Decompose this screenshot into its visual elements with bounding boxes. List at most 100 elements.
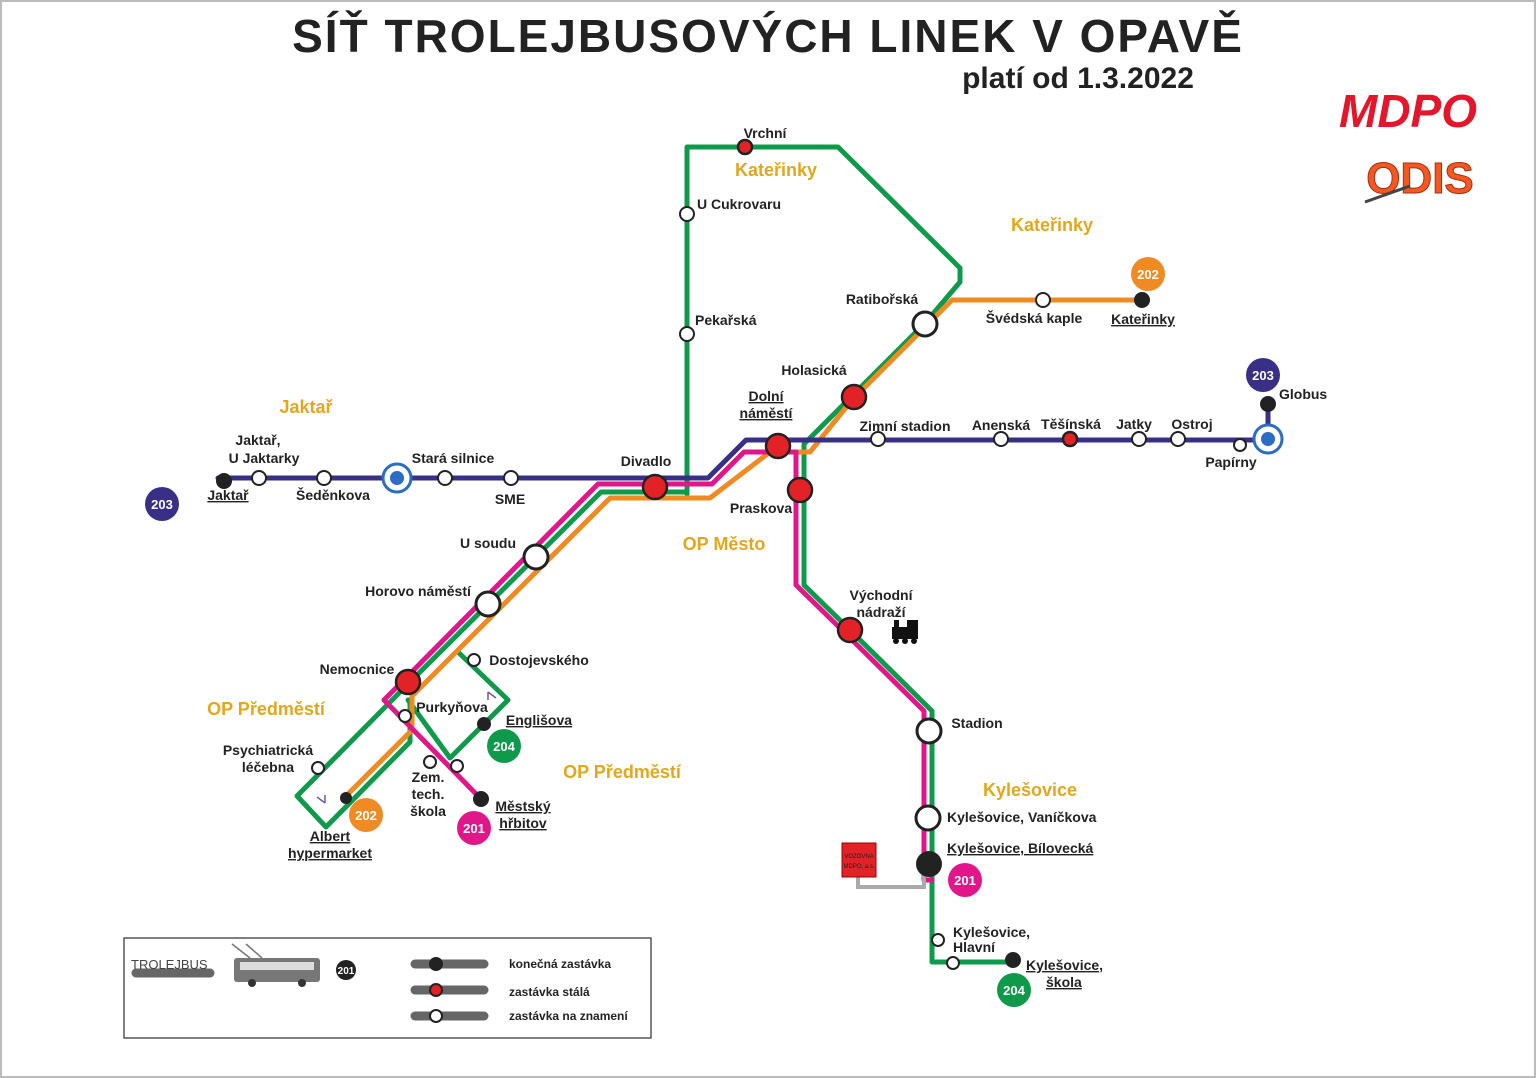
line-badge-201: 201 <box>457 811 491 845</box>
legend-terminal: konečná zastávka <box>509 957 611 971</box>
stop-label: U Jaktarky <box>229 450 300 466</box>
line-204-loop <box>405 649 511 761</box>
area-label: Kateřinky <box>1011 215 1093 235</box>
roundabout-globus-icon <box>1252 423 1284 455</box>
stop-label: Kylešovice, <box>953 924 1030 940</box>
stop-label: Holasická <box>781 362 847 378</box>
trolleybus-icon <box>231 943 320 987</box>
stop-label: hypermarket <box>288 845 372 861</box>
stop-label: náměstí <box>740 405 794 421</box>
line-badge-202: 202 <box>1131 257 1165 291</box>
stop-label: Purkyňova <box>416 699 488 715</box>
legend-trolejbus-label: TROLEJBUS <box>131 957 208 972</box>
svg-text:204: 204 <box>493 739 515 754</box>
stop-label: Zimní stadion <box>860 418 951 434</box>
stop-label: Praskova <box>730 500 792 516</box>
line-badge-202: 202 <box>349 798 383 832</box>
line-badge-203: 203 <box>1246 358 1280 392</box>
depot-icon: VOZOVNA MDPO, a.s. <box>841 842 877 878</box>
stop-label: Nemocnice <box>320 661 395 677</box>
stop-label: Pekařská <box>695 312 757 328</box>
area-label: Kateřinky <box>735 160 817 180</box>
stop-label: škola <box>1046 974 1082 990</box>
svg-text:203: 203 <box>1252 368 1274 383</box>
stop-label: Jaktař <box>207 487 249 503</box>
area-label: OP Město <box>683 534 766 554</box>
line-badge-204: 204 <box>997 973 1031 1007</box>
request-stops-small <box>251 206 1247 970</box>
stop-label: Těšínská <box>1041 416 1101 432</box>
stop-label: Kateřinky <box>1111 311 1175 327</box>
stop-label: Horovo náměstí <box>365 583 472 599</box>
stop-label: Švédská kaple <box>986 309 1083 326</box>
stop-label: Stará silnice <box>412 450 495 466</box>
stop-label: hřbitov <box>499 815 547 831</box>
svg-text:VOZOVNA: VOZOVNA <box>844 854 873 860</box>
stop-labels: Vrchní U Cukrovaru Pekařská Ratibořská Š… <box>207 125 1327 990</box>
svg-text:MDPO: MDPO <box>1339 85 1477 137</box>
stop-label: Englišova <box>506 712 572 728</box>
stop-label: Šeděnkova <box>296 486 370 503</box>
stop-label: Papírny <box>1205 454 1257 470</box>
direction-arrow-icon <box>487 691 497 700</box>
stop-label: Psychiatrická <box>223 742 313 758</box>
stop-label: Kylešovice, Vaníčkova <box>947 809 1097 825</box>
stop-label: U Cukrovaru <box>697 196 781 212</box>
fixed-stops <box>394 138 1079 696</box>
line-204-north-loop <box>684 144 1015 965</box>
stop-label: Zem. <box>412 769 445 785</box>
svg-text:201: 201 <box>954 873 976 888</box>
area-label: OP Předměstí <box>207 699 326 719</box>
stop-label: Ostroj <box>1171 416 1212 432</box>
odis-logo: ODIS <box>1364 154 1474 204</box>
train-station-icon <box>892 620 918 644</box>
stop-label: Globus <box>1279 386 1327 402</box>
svg-text:202: 202 <box>355 808 377 823</box>
mdpo-logo: MDPO <box>1339 85 1477 137</box>
direction-arrow-icon <box>316 795 326 804</box>
area-label: Jaktař <box>279 397 332 417</box>
legend-fixed: zastávka stálá <box>509 985 590 999</box>
area-label: Kylešovice <box>983 780 1077 800</box>
stop-label: Dostojevského <box>489 652 589 668</box>
stop-label: Městský <box>495 798 550 814</box>
validity-date: platí od 1.3.2022 <box>962 62 1194 95</box>
svg-text:204: 204 <box>1003 983 1025 998</box>
stop-label: Kylešovice, Bílovecká <box>947 840 1094 856</box>
svg-text:MDPO, a.s.: MDPO, a.s. <box>843 864 874 870</box>
stop-label: Stadion <box>951 715 1002 731</box>
stop-label: nádraží <box>856 604 906 620</box>
stop-label: Kylešovice, <box>1026 957 1103 973</box>
request-stops-large <box>474 310 943 832</box>
stop-label: škola <box>410 803 446 819</box>
stop-label: tech. <box>412 786 445 802</box>
stop-label: léčebna <box>242 759 294 775</box>
stop-label: Ratibořská <box>846 291 919 307</box>
legend-request: zastávka na znamení <box>509 1009 628 1023</box>
stop-label: Jaktař, <box>235 432 280 448</box>
line-badge-203: 203 <box>145 487 179 521</box>
stop-label: Hlavní <box>953 939 996 955</box>
line-badge-201: 201 <box>948 863 982 897</box>
area-label: OP Předměstí <box>563 762 682 782</box>
line-204-west <box>294 489 690 830</box>
line-202 <box>341 297 1145 801</box>
legend-badge: 201 <box>338 966 355 977</box>
svg-text:203: 203 <box>151 497 173 512</box>
terminal-stops <box>216 292 1276 968</box>
stop-label: Jatky <box>1116 416 1152 432</box>
stop-label: Anenská <box>972 417 1031 433</box>
stop-label: Divadlo <box>621 453 672 469</box>
legend: TROLEJBUS 201 konečná zastávka zastávka … <box>123 937 652 1039</box>
stop-label: U soudu <box>460 535 516 551</box>
stop-label: Východní <box>849 587 913 603</box>
stop-label: Albert <box>310 828 351 844</box>
roundabout-stara-silnice-icon <box>381 462 413 494</box>
stop-label: Dolní <box>749 388 785 404</box>
svg-text:201: 201 <box>463 821 485 836</box>
svg-text:202: 202 <box>1137 267 1159 282</box>
line-badge-204: 204 <box>487 729 521 763</box>
stop-label: SME <box>495 491 525 507</box>
